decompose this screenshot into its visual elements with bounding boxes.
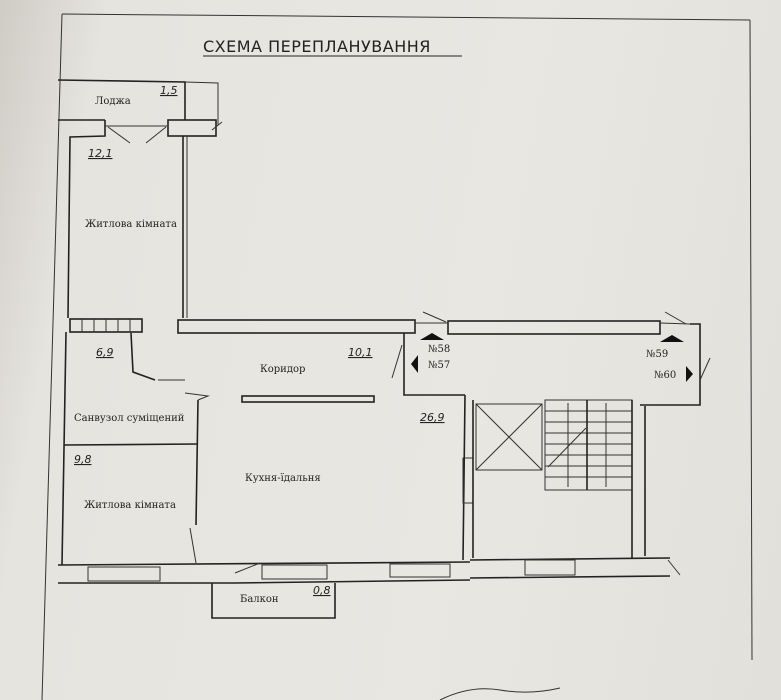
marker-arrows xyxy=(411,333,693,382)
stairwell xyxy=(472,399,646,558)
balcony-area: 0,8 xyxy=(313,584,331,597)
frame-left xyxy=(41,13,63,700)
window xyxy=(87,566,161,582)
loggia-area: 1,5 xyxy=(160,84,178,97)
plan-title: СХЕМА ПЕРЕПЛАНУВАННЯ xyxy=(203,37,431,56)
marker-arrow-60 xyxy=(686,366,693,382)
loggia-label: Лоджа xyxy=(95,96,131,107)
marker-58: №58 xyxy=(428,344,450,355)
exterior-wall xyxy=(57,557,681,584)
corridor-label: Коридор xyxy=(260,364,305,375)
bedroom2-label: Житлова кімната xyxy=(84,500,176,511)
window xyxy=(261,564,328,580)
marker-arrow-58 xyxy=(420,333,444,340)
marker-arrow-59 xyxy=(660,335,684,342)
balcony xyxy=(211,583,336,619)
marker-57: №57 xyxy=(428,360,450,371)
window xyxy=(524,559,576,576)
marker-arrow-57 xyxy=(411,355,418,373)
bedroom2-area: 9,8 xyxy=(74,453,92,466)
corridor-area: 10,1 xyxy=(348,346,373,359)
bathroom xyxy=(61,318,210,566)
corridor-walls xyxy=(177,311,711,406)
marker-59: №59 xyxy=(646,349,668,360)
balcony-label: Балкон xyxy=(240,594,279,605)
marker-60: №60 xyxy=(654,370,676,381)
bedroom2-door xyxy=(189,527,197,564)
loggia xyxy=(57,79,223,144)
handwriting-mark xyxy=(439,687,561,700)
lift-shaft xyxy=(475,403,543,471)
kitchen-label: Кухня-їдальня xyxy=(245,473,321,484)
window xyxy=(389,563,451,578)
bedroom1 xyxy=(67,120,188,319)
kitchen-area: 26,9 xyxy=(420,411,445,424)
bathroom-area: 6,9 xyxy=(96,346,114,359)
frame-right xyxy=(749,19,753,661)
kitchen xyxy=(462,394,474,561)
bedroom1-label: Житлова кімната xyxy=(85,219,177,230)
bedroom1-area: 12,1 xyxy=(88,147,113,160)
frame-top xyxy=(61,13,751,21)
bathroom-label: Санвузол суміщений xyxy=(74,413,185,424)
